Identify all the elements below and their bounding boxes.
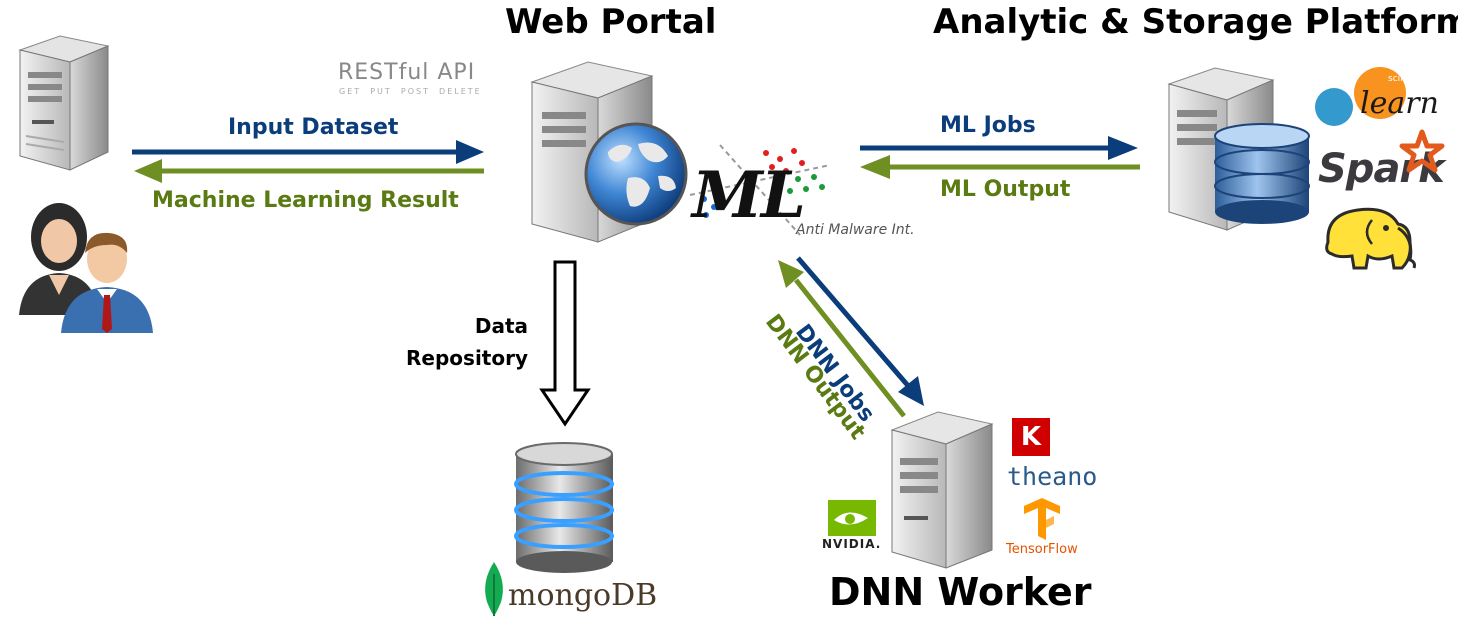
tensorflow-logo-text: TensorFlow [1006,542,1078,557]
web-portal-title: Web Portal [505,2,717,42]
input-dataset-arrow [132,140,484,174]
dnn-arrows [778,256,924,418]
restful-api-title: RESTful API [338,60,476,85]
mongodb-leaf-icon [485,562,503,616]
data-repository-label: Data Repository [390,310,528,374]
ml-result-arrowhead [134,159,162,183]
ml-jobs-label: ML Jobs [940,113,1036,138]
ml-jobs-arrow [860,136,1140,179]
data-repository-line2: Repository [406,346,528,370]
keras-logo: K [1012,418,1050,456]
input-dataset-label: Input Dataset [228,115,399,140]
tensorflow-logo-icon [1024,498,1060,540]
scikit-learn-logo-icon [1315,67,1406,126]
analytic-server-icon [1167,67,1310,231]
ml-logo-caption: Anti Malware Int. [796,222,915,238]
mongodb-logo-text: mongoDB [508,578,658,613]
dnn-worker-server-icon [890,411,994,569]
ml-result-label: Machine Learning Result [152,188,459,213]
scikit-learn-text: learn [1360,86,1439,121]
nvidia-logo-icon [828,500,876,536]
data-repository-arrow [539,260,591,427]
web-portal-server-icon [530,61,688,243]
ml-output-label: ML Output [940,177,1071,202]
ml-logo-icon [689,144,831,236]
hadoop-elephant-icon [1325,207,1416,270]
analytic-platform-title: Analytic & Storage Platform [933,2,1458,42]
theano-logo-text: theano [1007,462,1098,491]
restful-api-methods: GET PUT POST DELETE [339,87,482,96]
spark-star-icon [1399,129,1445,173]
spark-logo-text: Spark [1318,146,1445,192]
database-icon [514,442,614,573]
client-server-icon [18,35,110,171]
scikit-small-text: scikit [1388,74,1412,84]
users-icon [19,203,153,333]
nvidia-logo-text: NVIDIA. [822,537,882,551]
dnn-worker-title: DNN Worker [829,570,1092,614]
data-repository-line1: Data [474,314,528,338]
ml-logo-text: ML [692,158,806,233]
